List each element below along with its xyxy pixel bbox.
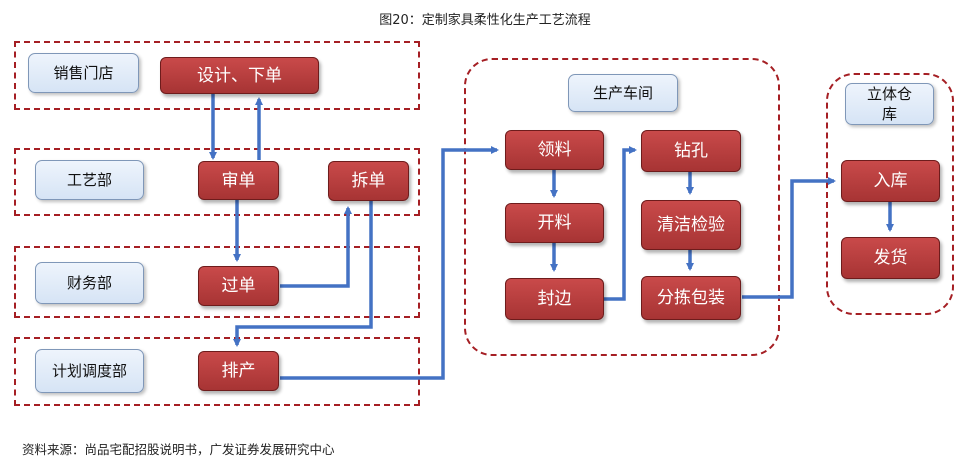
arrow-split-to-schedule — [233, 201, 373, 347]
dept-store-label: 销售门店 — [28, 53, 139, 93]
arrow-edge-to-drill — [604, 146, 637, 301]
step-clean-inspect: 清洁检验 — [641, 200, 741, 250]
arrow-approve-to-split — [280, 206, 352, 288]
dept-planning-label: 计划调度部 — [35, 349, 144, 393]
step-sort-pack: 分拣包装 — [641, 276, 741, 320]
step-review: 审单 — [198, 161, 279, 200]
step-store-in: 入库 — [841, 160, 940, 202]
workshop-frame — [464, 58, 780, 356]
dept-warehouse-label: 立体仓库 — [845, 83, 934, 125]
source-note: 资料来源：尚品宅配招股说明书，广发证券发展研究中心 — [22, 442, 335, 457]
dept-workshop-label: 生产车间 — [568, 74, 678, 112]
warehouse-frame — [826, 73, 954, 315]
finance-lane — [14, 246, 420, 318]
step-cut: 开料 — [505, 203, 604, 243]
figure-title: 图20：定制家具柔性化生产工艺流程 — [379, 13, 591, 28]
step-drill: 钻孔 — [641, 130, 741, 172]
step-ship: 发货 — [841, 237, 940, 279]
dept-finance-label: 财务部 — [35, 262, 144, 304]
step-edge: 封边 — [505, 278, 604, 320]
dept-process-label: 工艺部 — [35, 160, 144, 200]
store-lane — [14, 41, 420, 110]
process-lane — [14, 148, 420, 216]
step-pick: 领料 — [505, 130, 604, 170]
step-approve: 过单 — [198, 266, 279, 306]
step-design-order: 设计、下单 — [160, 57, 319, 94]
planning-lane — [14, 337, 420, 406]
arrow-schedule-to-pick — [280, 146, 499, 380]
step-split: 拆单 — [328, 161, 409, 201]
arrow-pack-to-storein — [742, 177, 836, 299]
step-schedule: 排产 — [198, 351, 279, 391]
